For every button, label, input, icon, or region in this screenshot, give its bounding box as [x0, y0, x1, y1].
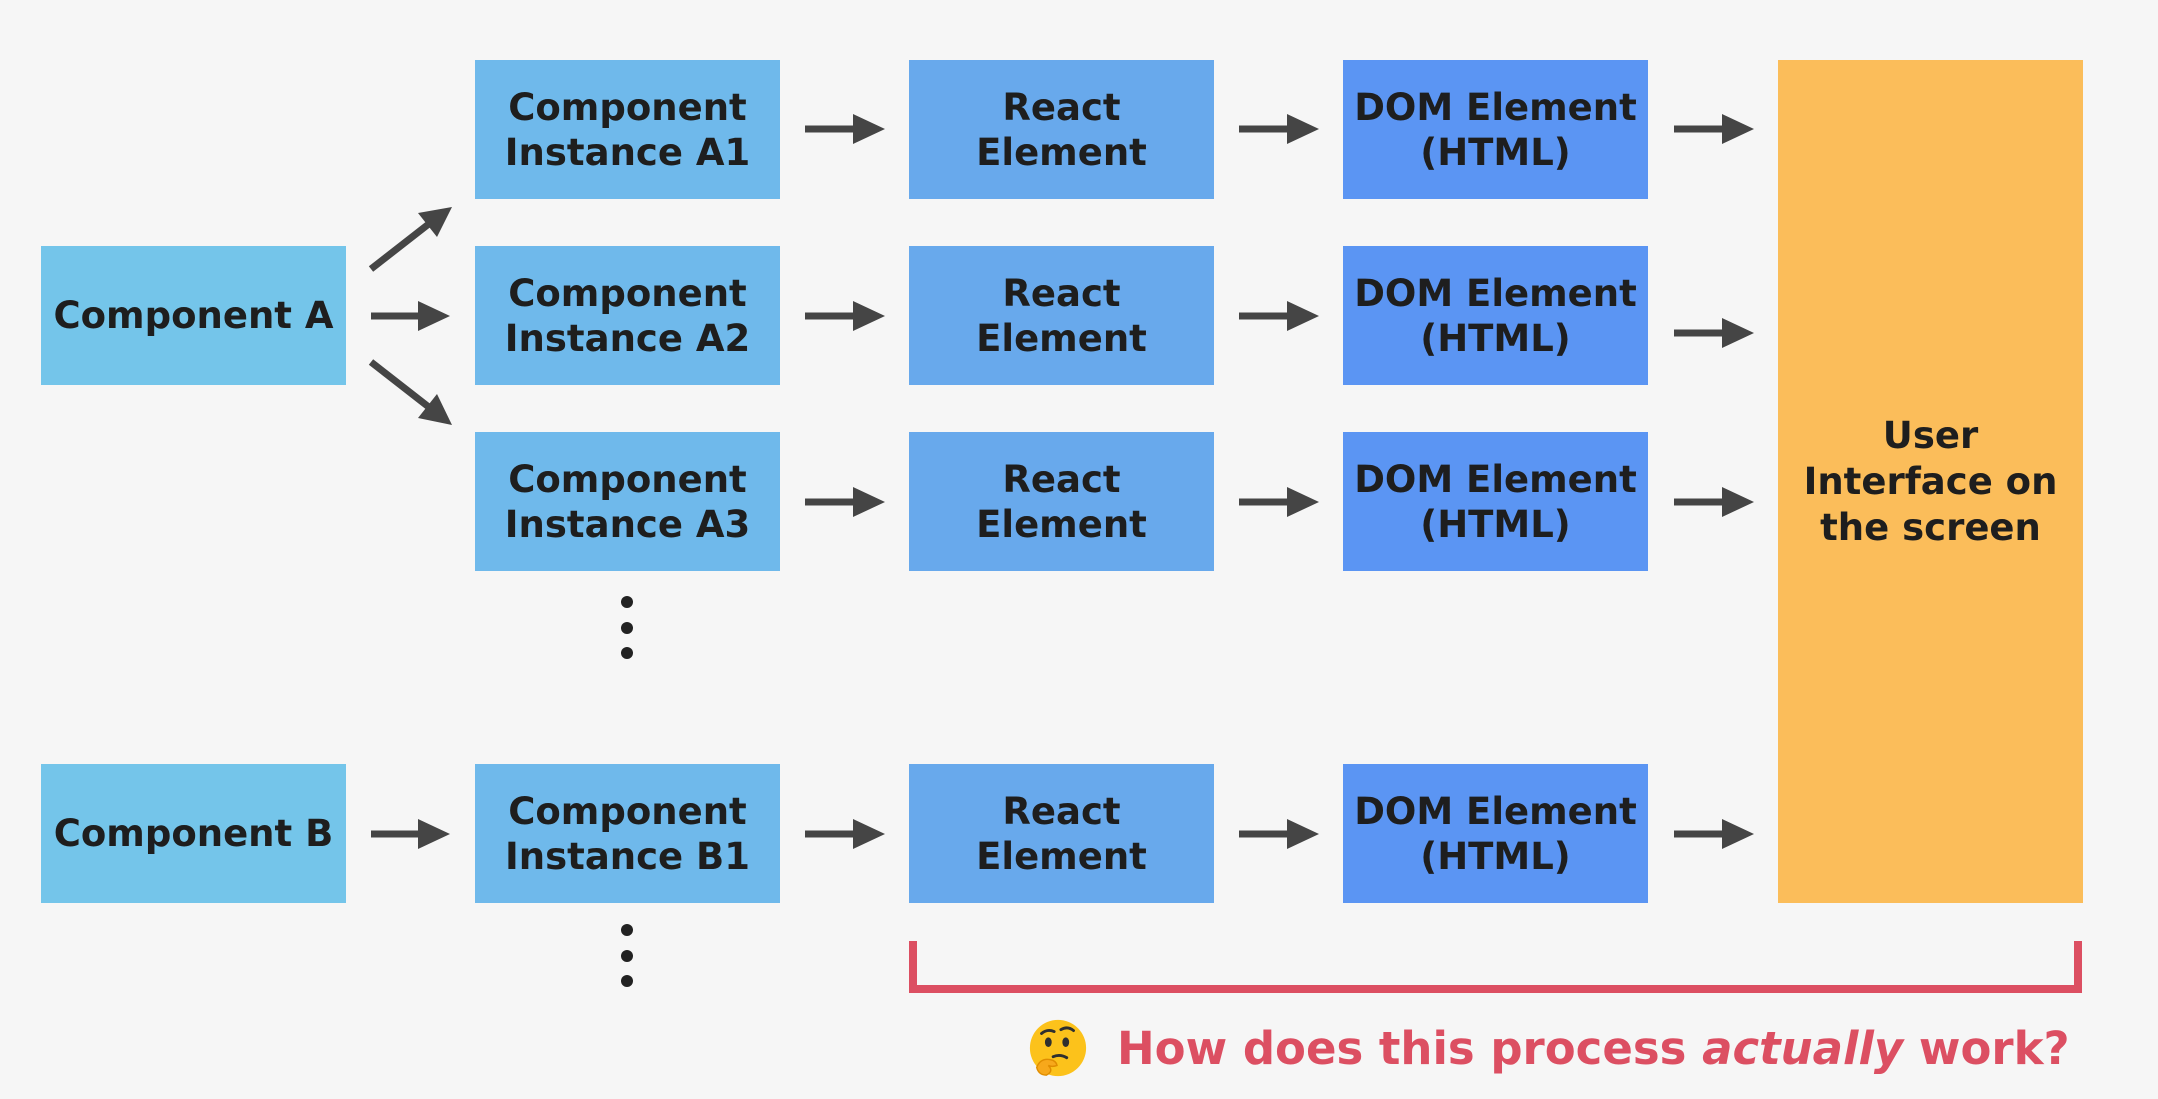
instance-b1-line1: Component [508, 789, 747, 833]
arrow-dom-to-ui-1 [1674, 114, 1754, 144]
thinking-face-icon [1029, 1019, 1087, 1077]
user-interface-box: User Interface on the screen [1778, 60, 2083, 903]
instance-a3-line2: Instance A3 [504, 502, 751, 546]
process-bracket [909, 941, 2082, 993]
dom-element-line1: DOM Element [1354, 85, 1637, 129]
react-element-line1: React [1002, 789, 1121, 833]
arrow-a-to-a2 [371, 301, 450, 331]
component-b-label: Component B [53, 812, 334, 855]
dom-element-line1: DOM Element [1354, 271, 1637, 315]
arrow-dom-to-ui-3 [1674, 487, 1754, 517]
ellipsis-a-instances [621, 596, 633, 659]
dom-element-line2: (HTML) [1420, 834, 1571, 878]
instance-a2-line2: Instance A2 [504, 316, 751, 360]
ellipsis-b-instances [621, 924, 633, 987]
react-element-box-4: React Element [909, 764, 1214, 903]
question-text-before: How does this process [1117, 1021, 1703, 1075]
arrow-inst-to-react-3 [805, 487, 885, 517]
ui-line3: the screen [1820, 505, 2041, 549]
instance-a1-box: Component Instance A1 [475, 60, 780, 199]
react-element-box-2: React Element [909, 246, 1214, 385]
react-element-line2: Element [976, 834, 1147, 878]
question-text-emphasis: actually [1702, 1021, 1904, 1075]
arrow-inst-to-react-2 [805, 301, 885, 331]
arrow-inst-to-react-1 [805, 114, 885, 144]
instance-a3-line1: Component [508, 457, 747, 501]
arrow-inst-to-react-4 [805, 819, 885, 849]
question-caption: How does this process actually work? [1027, 1016, 2070, 1080]
react-element-line2: Element [976, 502, 1147, 546]
react-element-line1: React [1002, 271, 1121, 315]
dom-element-line1: DOM Element [1354, 457, 1637, 501]
instance-a2-box: Component Instance A2 [475, 246, 780, 385]
arrow-react-to-dom-4 [1239, 819, 1319, 849]
dom-element-line1: DOM Element [1354, 789, 1637, 833]
dom-element-box-3: DOM Element (HTML) [1343, 432, 1648, 571]
dom-element-line2: (HTML) [1420, 130, 1571, 174]
instance-a2-line1: Component [508, 271, 747, 315]
instance-a1-line1: Component [508, 85, 747, 129]
arrow-a-to-a3 [368, 359, 452, 425]
arrow-dom-to-ui-4 [1674, 819, 1754, 849]
question-text-after: work? [1903, 1021, 2070, 1075]
instance-a3-box: Component Instance A3 [475, 432, 780, 571]
dom-element-box-1: DOM Element (HTML) [1343, 60, 1648, 199]
react-element-box-1: React Element [909, 60, 1214, 199]
react-element-line1: React [1002, 85, 1121, 129]
dom-element-box-4: DOM Element (HTML) [1343, 764, 1648, 903]
ui-line2: Interface on [1803, 459, 2058, 503]
dom-element-line2: (HTML) [1420, 502, 1571, 546]
instance-a1-line2: Instance A1 [504, 130, 751, 174]
react-element-line2: Element [976, 130, 1147, 174]
arrow-react-to-dom-1 [1239, 114, 1319, 144]
ui-line1: User [1882, 413, 1979, 457]
react-element-line2: Element [976, 316, 1147, 360]
dom-element-line2: (HTML) [1420, 316, 1571, 360]
arrow-b-to-b1 [371, 819, 450, 849]
component-a-box: Component A [41, 246, 346, 385]
component-b-box: Component B [41, 764, 346, 903]
arrow-react-to-dom-2 [1239, 301, 1319, 331]
arrow-a-to-a1 [368, 207, 452, 272]
arrow-react-to-dom-3 [1239, 487, 1319, 517]
dom-element-box-2: DOM Element (HTML) [1343, 246, 1648, 385]
instance-b1-line2: Instance B1 [505, 834, 750, 878]
react-element-line1: React [1002, 457, 1121, 501]
arrow-dom-to-ui-2 [1674, 318, 1754, 348]
react-element-box-3: React Element [909, 432, 1214, 571]
instance-b1-box: Component Instance B1 [475, 764, 780, 903]
component-a-label: Component A [53, 294, 334, 337]
